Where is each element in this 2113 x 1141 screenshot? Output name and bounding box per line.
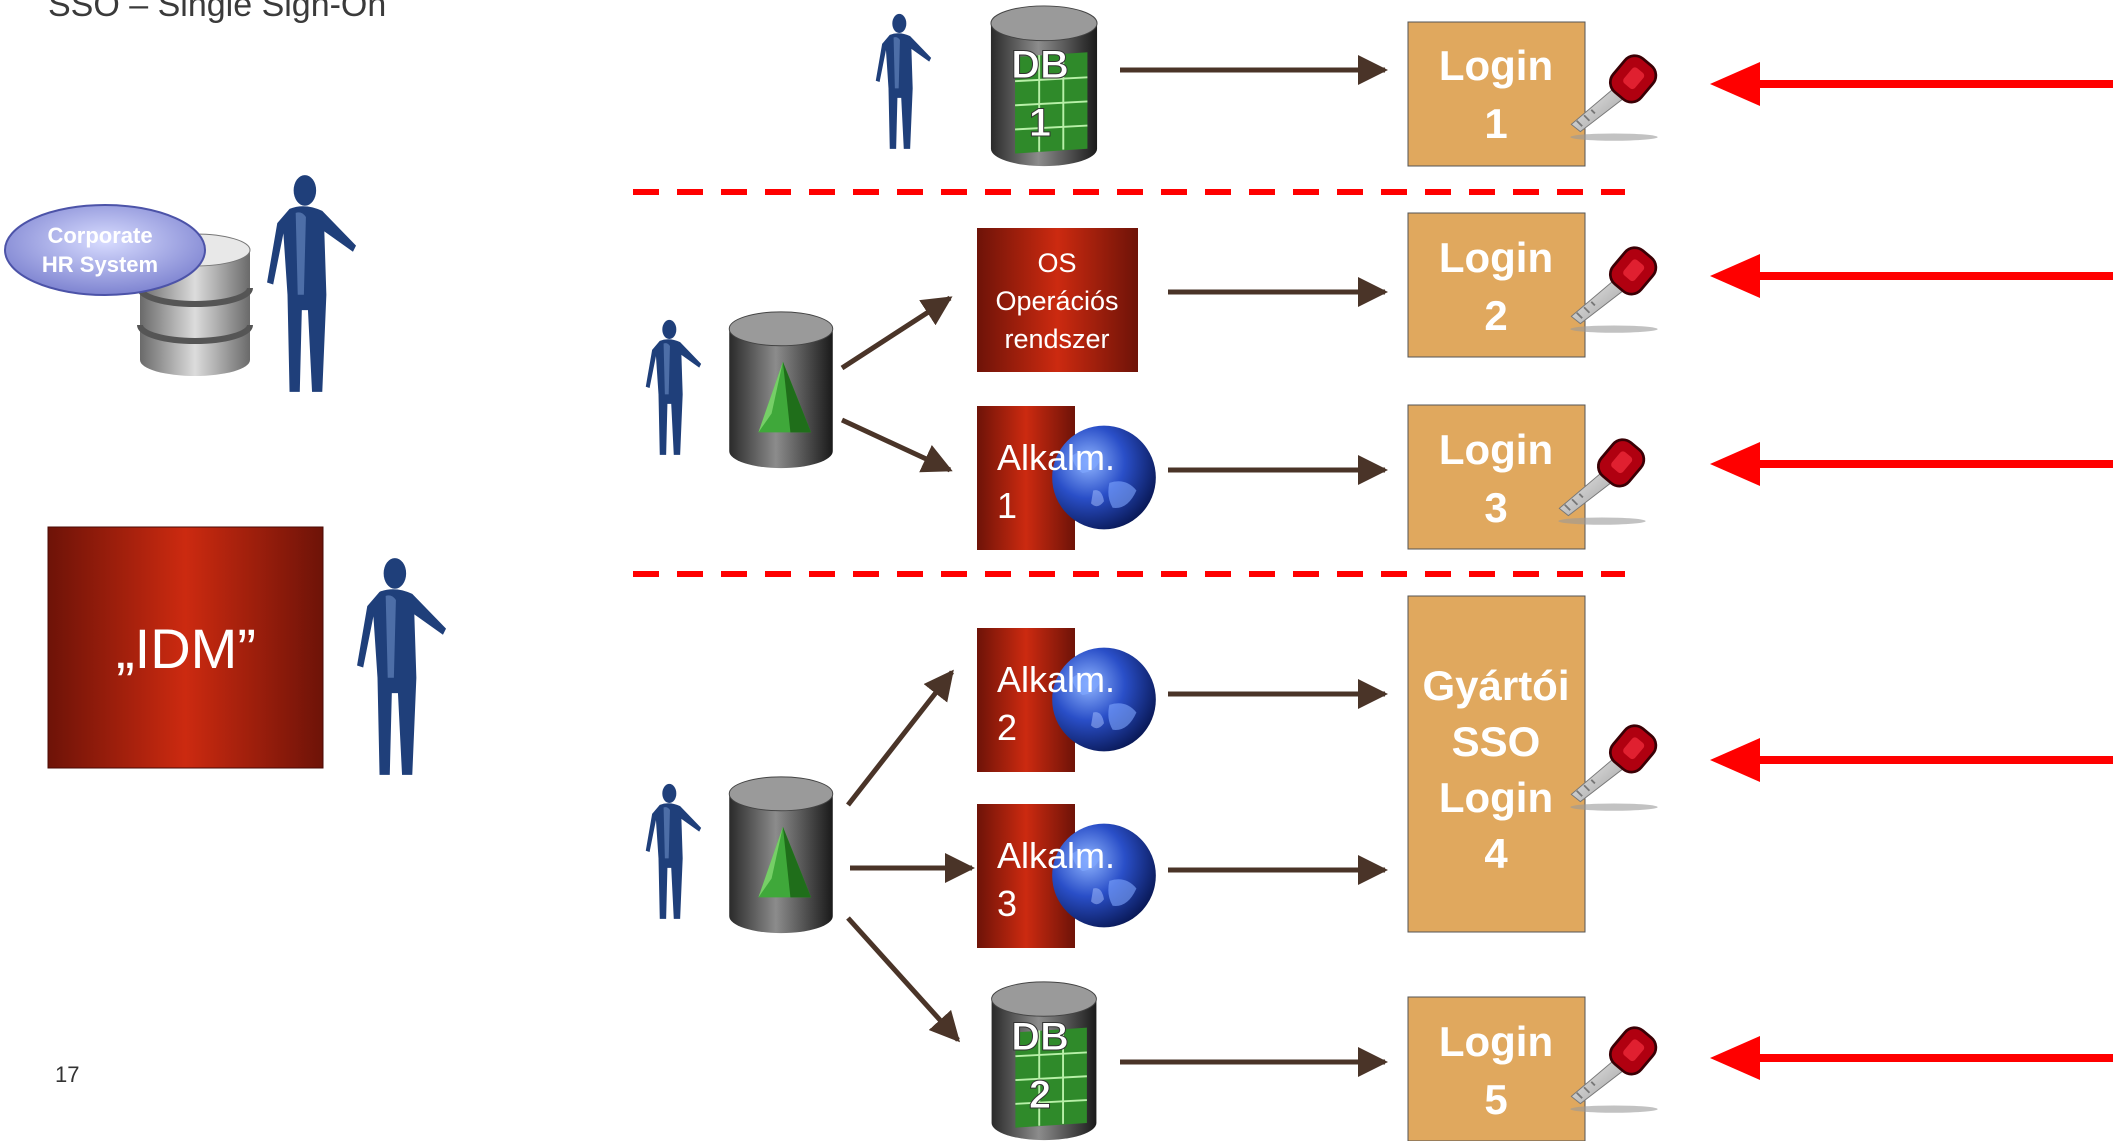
os-box: OS Operációs rendszer bbox=[977, 228, 1138, 372]
red-arrow-4 bbox=[1710, 738, 2113, 782]
os-label-3: rendszer bbox=[1004, 324, 1109, 354]
red-arrow-5 bbox=[1710, 1036, 2113, 1080]
login4-label-1: Gyártói bbox=[1422, 662, 1569, 709]
login-box-3: Login 3 bbox=[1407, 404, 1586, 550]
login4-label-4: 4 bbox=[1484, 830, 1508, 877]
login1-label-1: Login bbox=[1439, 42, 1553, 89]
login1-label-2: 1 bbox=[1484, 100, 1507, 147]
login-box-5: Login 5 bbox=[1407, 996, 1586, 1141]
os-label-2: Operációs bbox=[995, 286, 1118, 316]
login2-label-2: 2 bbox=[1484, 292, 1507, 339]
os-label-1: OS bbox=[1037, 248, 1076, 278]
app1-label-1: Alkalm. bbox=[997, 437, 1115, 478]
app3-label-2: 3 bbox=[997, 883, 1017, 924]
arrow-dir1-os bbox=[840, 295, 953, 371]
db2-label-1: DB bbox=[1011, 1015, 1069, 1059]
login5-label-2: 5 bbox=[1484, 1076, 1507, 1123]
db1-label-2: 1 bbox=[1029, 101, 1051, 145]
app3-label-1: Alkalm. bbox=[997, 835, 1115, 876]
person-icon-3 bbox=[645, 783, 702, 919]
login5-label-1: Login bbox=[1439, 1018, 1553, 1065]
directory-icon-1 bbox=[728, 311, 834, 469]
slide-title: SSO – Single Sign-On bbox=[48, 0, 387, 24]
hr-system-label-1: Corporate bbox=[47, 223, 152, 248]
login-box-2: Login 2 bbox=[1407, 212, 1586, 358]
login4-label-3: Login bbox=[1439, 774, 1553, 821]
directory-icon-2 bbox=[728, 776, 834, 934]
app1-label-2: 1 bbox=[997, 485, 1017, 526]
person-icon-hr bbox=[267, 175, 357, 392]
person-icon-1 bbox=[875, 13, 932, 149]
login3-label-1: Login bbox=[1439, 426, 1553, 473]
idm-box: „IDM” bbox=[47, 526, 324, 769]
login2-label-1: Login bbox=[1439, 234, 1553, 281]
person-icon-idm bbox=[357, 558, 447, 775]
app2-label-1: Alkalm. bbox=[997, 659, 1115, 700]
app3-box: Alkalm. 3 bbox=[977, 804, 1156, 948]
hr-system-label-2: HR System bbox=[42, 252, 158, 277]
red-arrows bbox=[1710, 62, 2113, 1080]
person-icon-2 bbox=[645, 319, 702, 455]
app1-box: Alkalm. 1 bbox=[977, 406, 1156, 550]
idm-label: „IDM” bbox=[116, 617, 256, 680]
page-number: 17 bbox=[55, 1062, 80, 1087]
arrow-dir1-app1 bbox=[840, 417, 953, 473]
hr-system-icon: Corporate HR System bbox=[4, 204, 253, 376]
login-box-4-vendor-sso: Gyártói SSO Login 4 bbox=[1407, 595, 1586, 933]
db1-label-1: DB bbox=[1011, 43, 1069, 87]
red-arrow-2 bbox=[1710, 254, 2113, 298]
red-arrow-1 bbox=[1710, 62, 2113, 106]
db2-label-2: 2 bbox=[1029, 1073, 1051, 1117]
arrow-dir2-db2 bbox=[846, 916, 961, 1043]
app2-label-2: 2 bbox=[997, 707, 1017, 748]
arrow-dir2-app2 bbox=[846, 669, 954, 807]
login4-label-2: SSO bbox=[1452, 718, 1541, 765]
red-arrow-3 bbox=[1710, 442, 2113, 486]
login3-label-2: 3 bbox=[1484, 484, 1507, 531]
app2-box: Alkalm. 2 bbox=[977, 628, 1156, 772]
login-box-1: Login 1 bbox=[1407, 21, 1586, 167]
